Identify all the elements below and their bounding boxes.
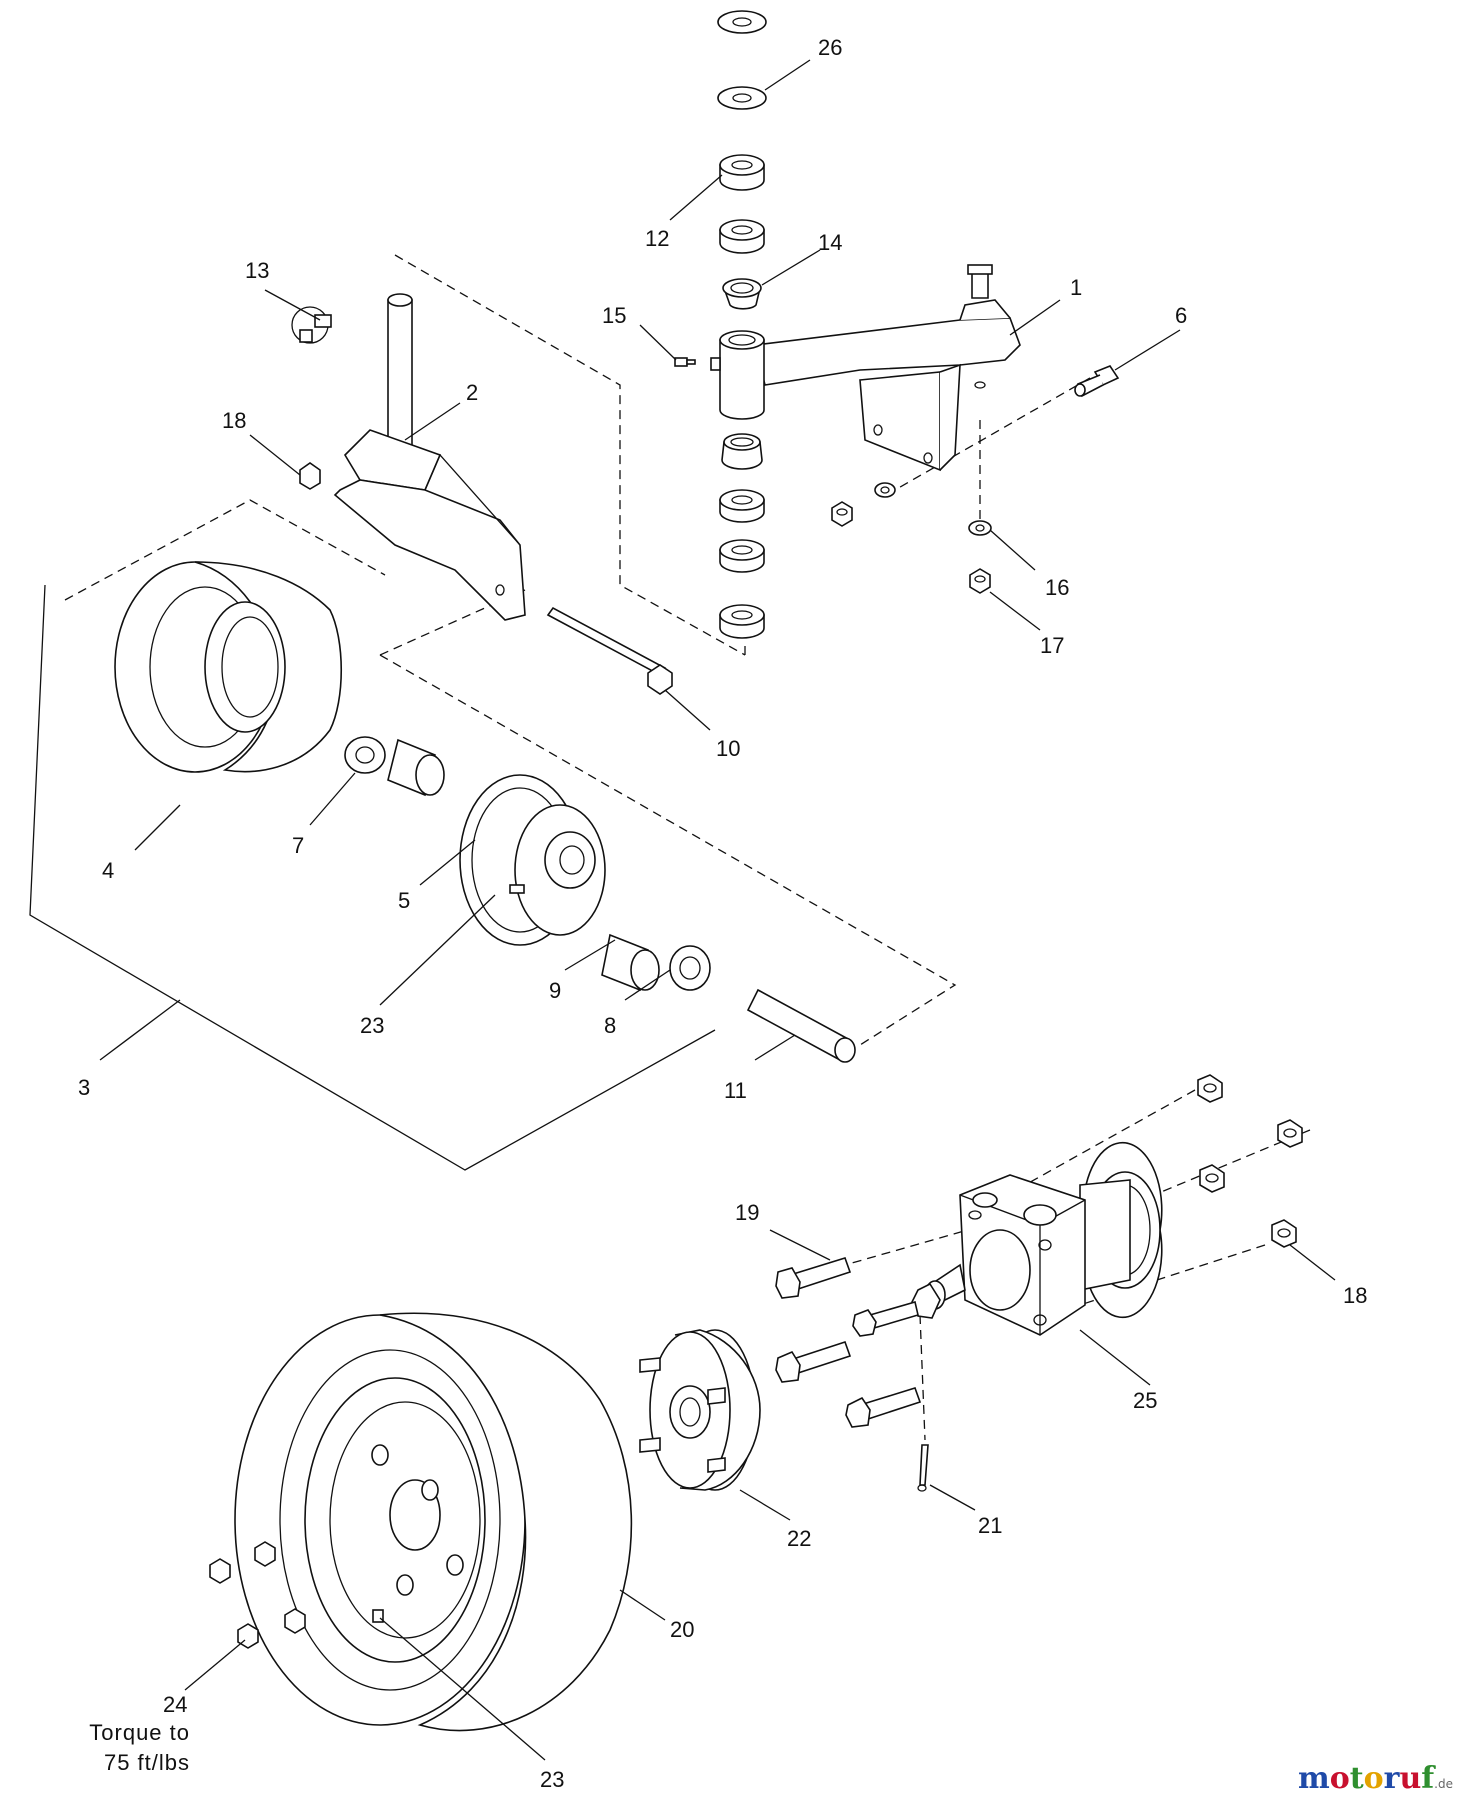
callout-2: 2 — [466, 380, 478, 405]
watermark-letter: r — [1384, 1761, 1401, 1796]
torque-note-line1: Torque to — [89, 1720, 190, 1745]
callout-8: 8 — [604, 1013, 616, 1038]
callout-5: 5 — [398, 888, 410, 913]
callout-labels: 1 2 3 4 5 6 7 8 9 10 11 12 13 14 15 16 1… — [78, 35, 1367, 1792]
leader-lines — [99, 59, 1336, 1761]
wheel-bearings — [344, 736, 856, 1063]
watermark-tld: .de — [1434, 1777, 1453, 1791]
cotter-pin — [917, 1444, 929, 1492]
assembly-bracket-lines — [29, 584, 716, 1171]
watermark-brand: motoruf.de — [1298, 1761, 1453, 1796]
callout-17: 17 — [1040, 633, 1064, 658]
tire-large — [234, 1312, 633, 1732]
callout-13: 13 — [245, 258, 269, 283]
arm-hardware — [674, 357, 1120, 594]
watermark-letter: o — [1330, 1761, 1350, 1796]
callout-24: 24 — [163, 1692, 187, 1717]
callout-11: 11 — [724, 1078, 747, 1103]
callout-4: 4 — [102, 858, 114, 883]
torque-note-line2: 75 ft/lbs — [104, 1750, 190, 1775]
watermark-letter: u — [1399, 1761, 1421, 1796]
callout-3: 3 — [78, 1075, 90, 1100]
wheel-hub — [639, 1329, 761, 1491]
torque-note: Torque to 75 ft/lbs — [89, 1720, 190, 1775]
wheel-rim — [459, 774, 606, 946]
callout-22: 22 — [787, 1526, 811, 1551]
callout-25: 25 — [1133, 1388, 1157, 1413]
hydraulic-motor — [911, 1141, 1163, 1336]
callout-7: 7 — [292, 833, 304, 858]
caster-arm — [710, 264, 1021, 472]
callout-16: 16 — [1045, 575, 1069, 600]
callout-10: 10 — [716, 736, 740, 761]
caster-fork — [291, 293, 673, 695]
callout-23-lower: 23 — [540, 1767, 564, 1792]
callout-26: 26 — [818, 35, 842, 60]
callout-20: 20 — [670, 1617, 694, 1642]
callout-14: 14 — [818, 230, 842, 255]
motor-hardware — [775, 1074, 1303, 1428]
callout-18-upper: 18 — [222, 408, 246, 433]
callout-19: 19 — [735, 1200, 759, 1225]
lower-bearing-stack — [719, 433, 765, 639]
callout-18-lower: 18 — [1343, 1283, 1367, 1308]
callout-12: 12 — [645, 226, 669, 251]
watermark-letter: t — [1350, 1761, 1364, 1796]
callout-6: 6 — [1175, 303, 1187, 328]
callout-23-upper: 23 — [360, 1013, 384, 1038]
tire-small — [114, 561, 343, 773]
callout-15: 15 — [602, 303, 626, 328]
watermark-letter: f — [1421, 1761, 1436, 1796]
callout-9: 9 — [549, 978, 561, 1003]
washer-stack — [717, 10, 767, 310]
callout-21: 21 — [978, 1513, 1002, 1538]
watermark-letter: m — [1298, 1761, 1330, 1796]
callout-1: 1 — [1070, 275, 1082, 300]
watermark-logo: motoruf.de — [1298, 1761, 1453, 1796]
watermark-letter: o — [1364, 1761, 1384, 1796]
